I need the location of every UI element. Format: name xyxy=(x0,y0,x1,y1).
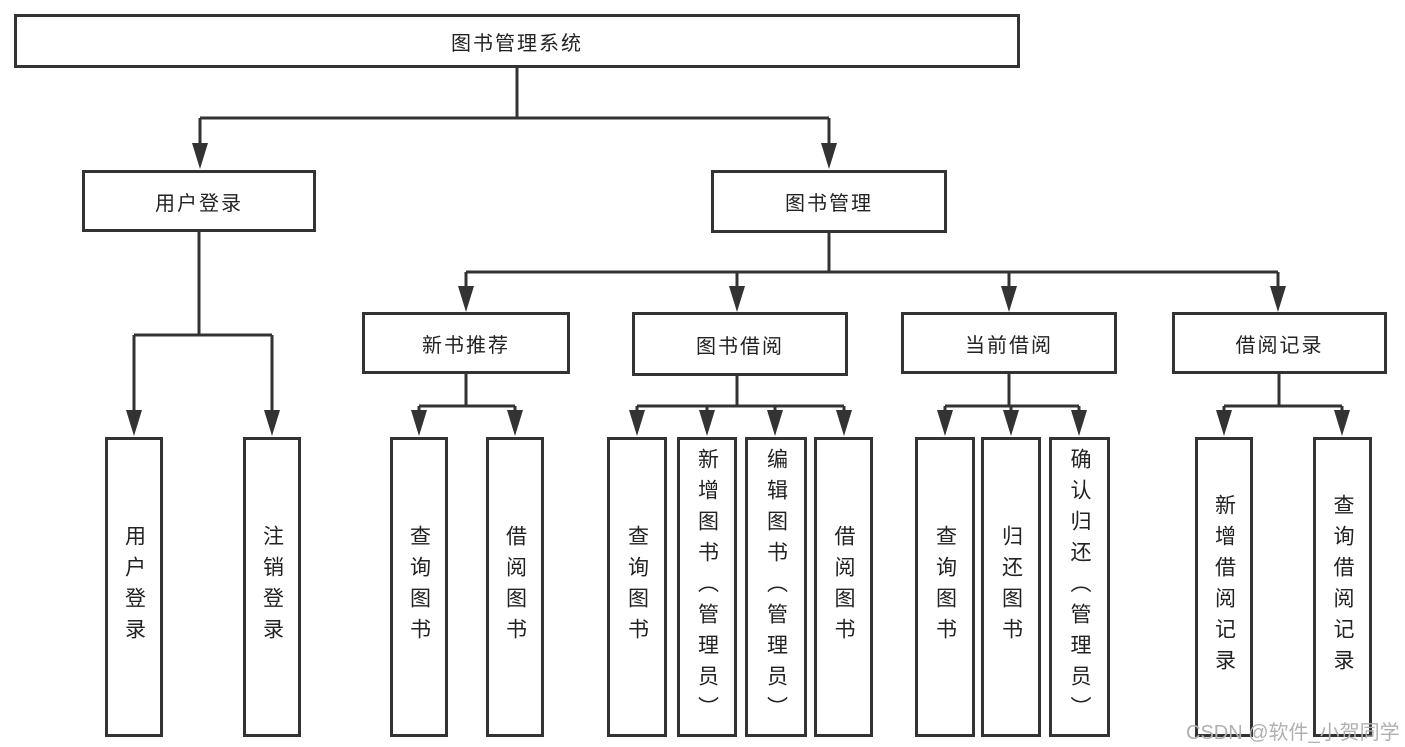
node-label: 图书管理 xyxy=(785,193,873,215)
leaf-query-books-recommend: 查询图书 xyxy=(390,437,448,737)
leaf-label: 编辑图书（管理员） xyxy=(764,447,788,727)
leaf-return-books: 归还图书 xyxy=(981,437,1041,737)
connector-userlogin-to-leaves xyxy=(132,232,274,414)
arrowhead-icon xyxy=(767,410,783,436)
arrowhead-icon xyxy=(507,410,523,436)
arrowhead-icon xyxy=(458,286,474,312)
arrowhead-icon xyxy=(264,410,280,436)
arrowhead-icon xyxy=(821,143,837,169)
node-user-login: 用户登录 xyxy=(82,170,316,232)
arrowheads xyxy=(126,143,1350,436)
arrowhead-icon xyxy=(729,286,745,312)
leaf-label: 注销登录 xyxy=(260,525,284,649)
leaf-query-books-borrowing: 查询图书 xyxy=(607,437,667,737)
arrowhead-icon xyxy=(937,410,953,436)
leaf-label: 新增图书（管理员） xyxy=(695,447,719,727)
arrowhead-icon xyxy=(836,410,852,436)
leaf-label: 查询图书 xyxy=(407,525,431,649)
arrowhead-icon xyxy=(1334,410,1350,436)
node-label: 当前借阅 xyxy=(965,334,1053,357)
leaf-query-borrow-record: 查询借阅记录 xyxy=(1313,437,1372,737)
node-label: 借阅记录 xyxy=(1235,334,1324,357)
node-label: 图书借阅 xyxy=(696,335,784,358)
arrowhead-icon xyxy=(629,410,645,436)
leaf-confirm-return-admin: 确认归还（管理员） xyxy=(1049,437,1110,737)
watermark-text: CSDN @软件_小贺同学 xyxy=(1186,722,1400,744)
node-label: 图书管理系统 xyxy=(451,32,583,55)
leaf-add-borrow-record: 新增借阅记录 xyxy=(1195,437,1253,737)
connector-records-to-leaves xyxy=(1222,374,1344,414)
leaf-add-book-admin: 新增图书（管理员） xyxy=(677,437,737,737)
node-root-system: 图书管理系统 xyxy=(14,14,1020,68)
arrowhead-icon xyxy=(1071,410,1087,436)
connector-newbook-to-leaves xyxy=(417,374,517,414)
arrowhead-icon xyxy=(126,410,142,436)
leaf-label: 借阅图书 xyxy=(503,525,527,649)
leaf-label: 新增借阅记录 xyxy=(1212,494,1236,680)
node-book-borrowing: 图书借阅 xyxy=(632,312,848,376)
arrowhead-icon xyxy=(699,410,715,436)
node-borrowing-records: 借阅记录 xyxy=(1172,312,1387,374)
node-new-book-recommend: 新书推荐 xyxy=(362,312,570,374)
connector-bookmgmt-to-level3 xyxy=(464,233,1280,290)
arrowhead-icon xyxy=(411,410,427,436)
arrowhead-icon xyxy=(1001,286,1017,312)
leaf-edit-book-admin: 编辑图书（管理员） xyxy=(745,437,807,737)
node-current-borrowing: 当前借阅 xyxy=(901,312,1117,374)
leaf-label: 查询图书 xyxy=(933,525,957,649)
leaf-label: 确认归还（管理员） xyxy=(1068,447,1091,727)
connector-bookborrow-to-leaves xyxy=(635,376,846,414)
leaf-borrow-books-borrowing: 借阅图书 xyxy=(814,437,873,737)
leaf-borrow-books-recommend: 借阅图书 xyxy=(486,437,544,737)
node-label: 新书推荐 xyxy=(422,334,510,357)
connector-currentborrow-to-leaves xyxy=(943,374,1081,414)
arrowhead-icon xyxy=(1216,410,1232,436)
leaf-label: 查询图书 xyxy=(625,525,649,649)
leaf-user-login: 用户登录 xyxy=(105,437,163,737)
arrowhead-icon xyxy=(192,143,208,169)
leaf-query-books-current: 查询图书 xyxy=(915,437,975,737)
leaf-label: 借阅图书 xyxy=(832,525,855,649)
node-book-management: 图书管理 xyxy=(711,170,947,233)
leaf-logout: 注销登录 xyxy=(243,437,301,737)
node-label: 用户登录 xyxy=(155,192,243,215)
arrowhead-icon xyxy=(1003,410,1019,436)
leaf-label: 用户登录 xyxy=(122,525,146,649)
arrowhead-icon xyxy=(1270,286,1286,312)
leaf-label: 查询借阅记录 xyxy=(1331,494,1354,680)
connector-root-to-level2 xyxy=(198,68,831,146)
leaf-label: 归还图书 xyxy=(999,525,1023,649)
